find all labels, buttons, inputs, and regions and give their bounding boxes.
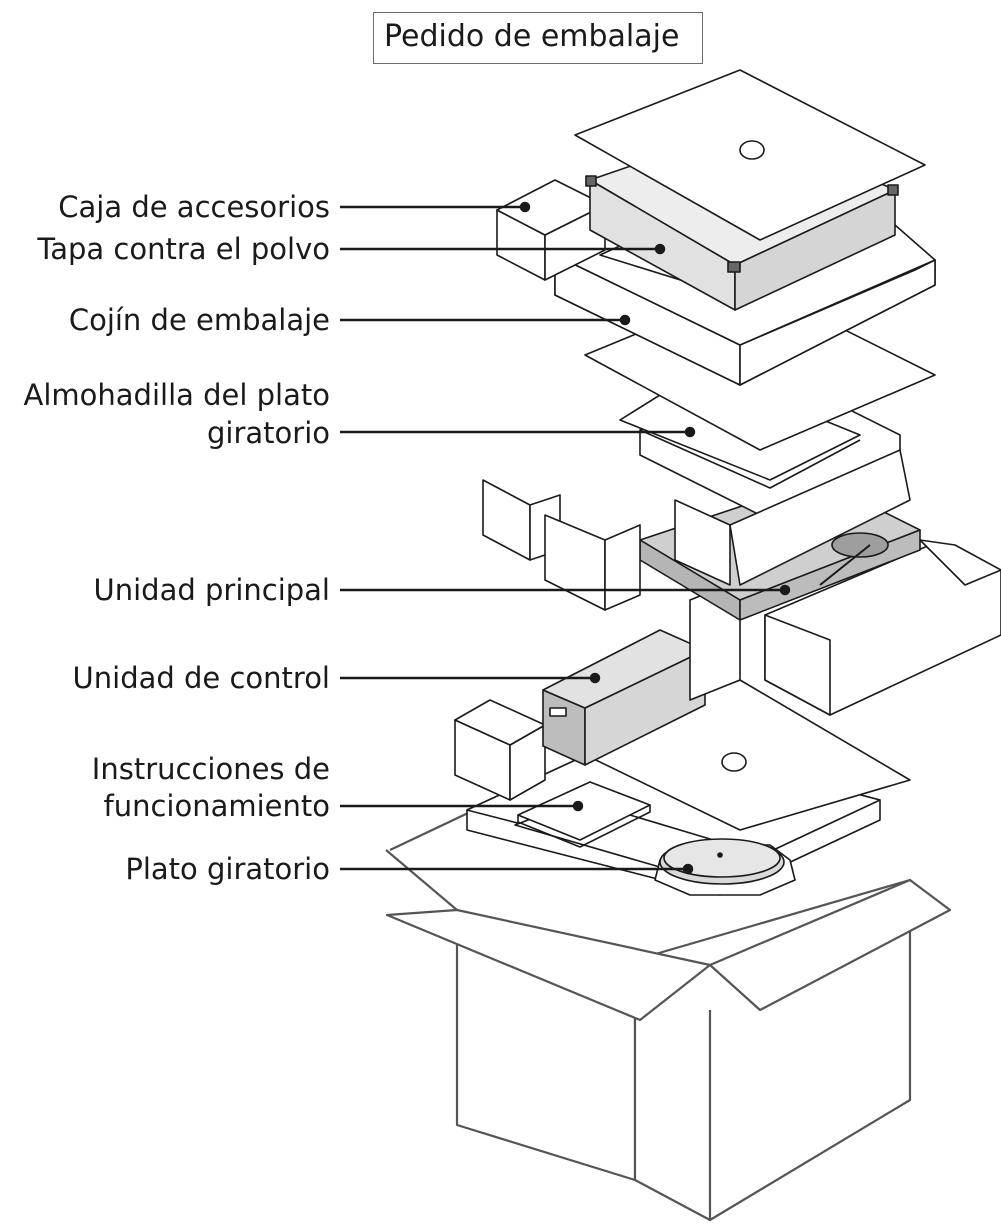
label-instructions-line1: Instrucciones de: [91, 752, 330, 786]
label-platter: Plato giratorio: [125, 852, 330, 886]
platter: [654, 838, 796, 896]
leader-lines: [340, 201, 791, 875]
label-dust-cover: Tapa contra el polvo: [37, 232, 330, 266]
label-accessory-box: Caja de accesorios: [58, 190, 330, 224]
label-turntable-pad-line1: Almohadilla del plato: [23, 378, 330, 412]
label-turntable-pad-line2: giratorio: [207, 416, 330, 450]
label-packing-cushion: Cojín de embalaje: [68, 303, 330, 337]
label-control-unit: Unidad de control: [72, 661, 330, 695]
control-unit-part: [542, 629, 706, 766]
instruction-booklet: [517, 781, 651, 848]
top-sheet: [574, 69, 926, 241]
title-box: Pedido de embalaje: [373, 12, 703, 64]
shipping-box: [385, 758, 952, 1222]
diagram-title: Pedido de embalaje: [384, 19, 680, 54]
label-instructions-line2: funcionamiento: [103, 789, 330, 823]
label-main-unit: Unidad principal: [93, 573, 330, 607]
accessory-cube: [454, 699, 546, 801]
